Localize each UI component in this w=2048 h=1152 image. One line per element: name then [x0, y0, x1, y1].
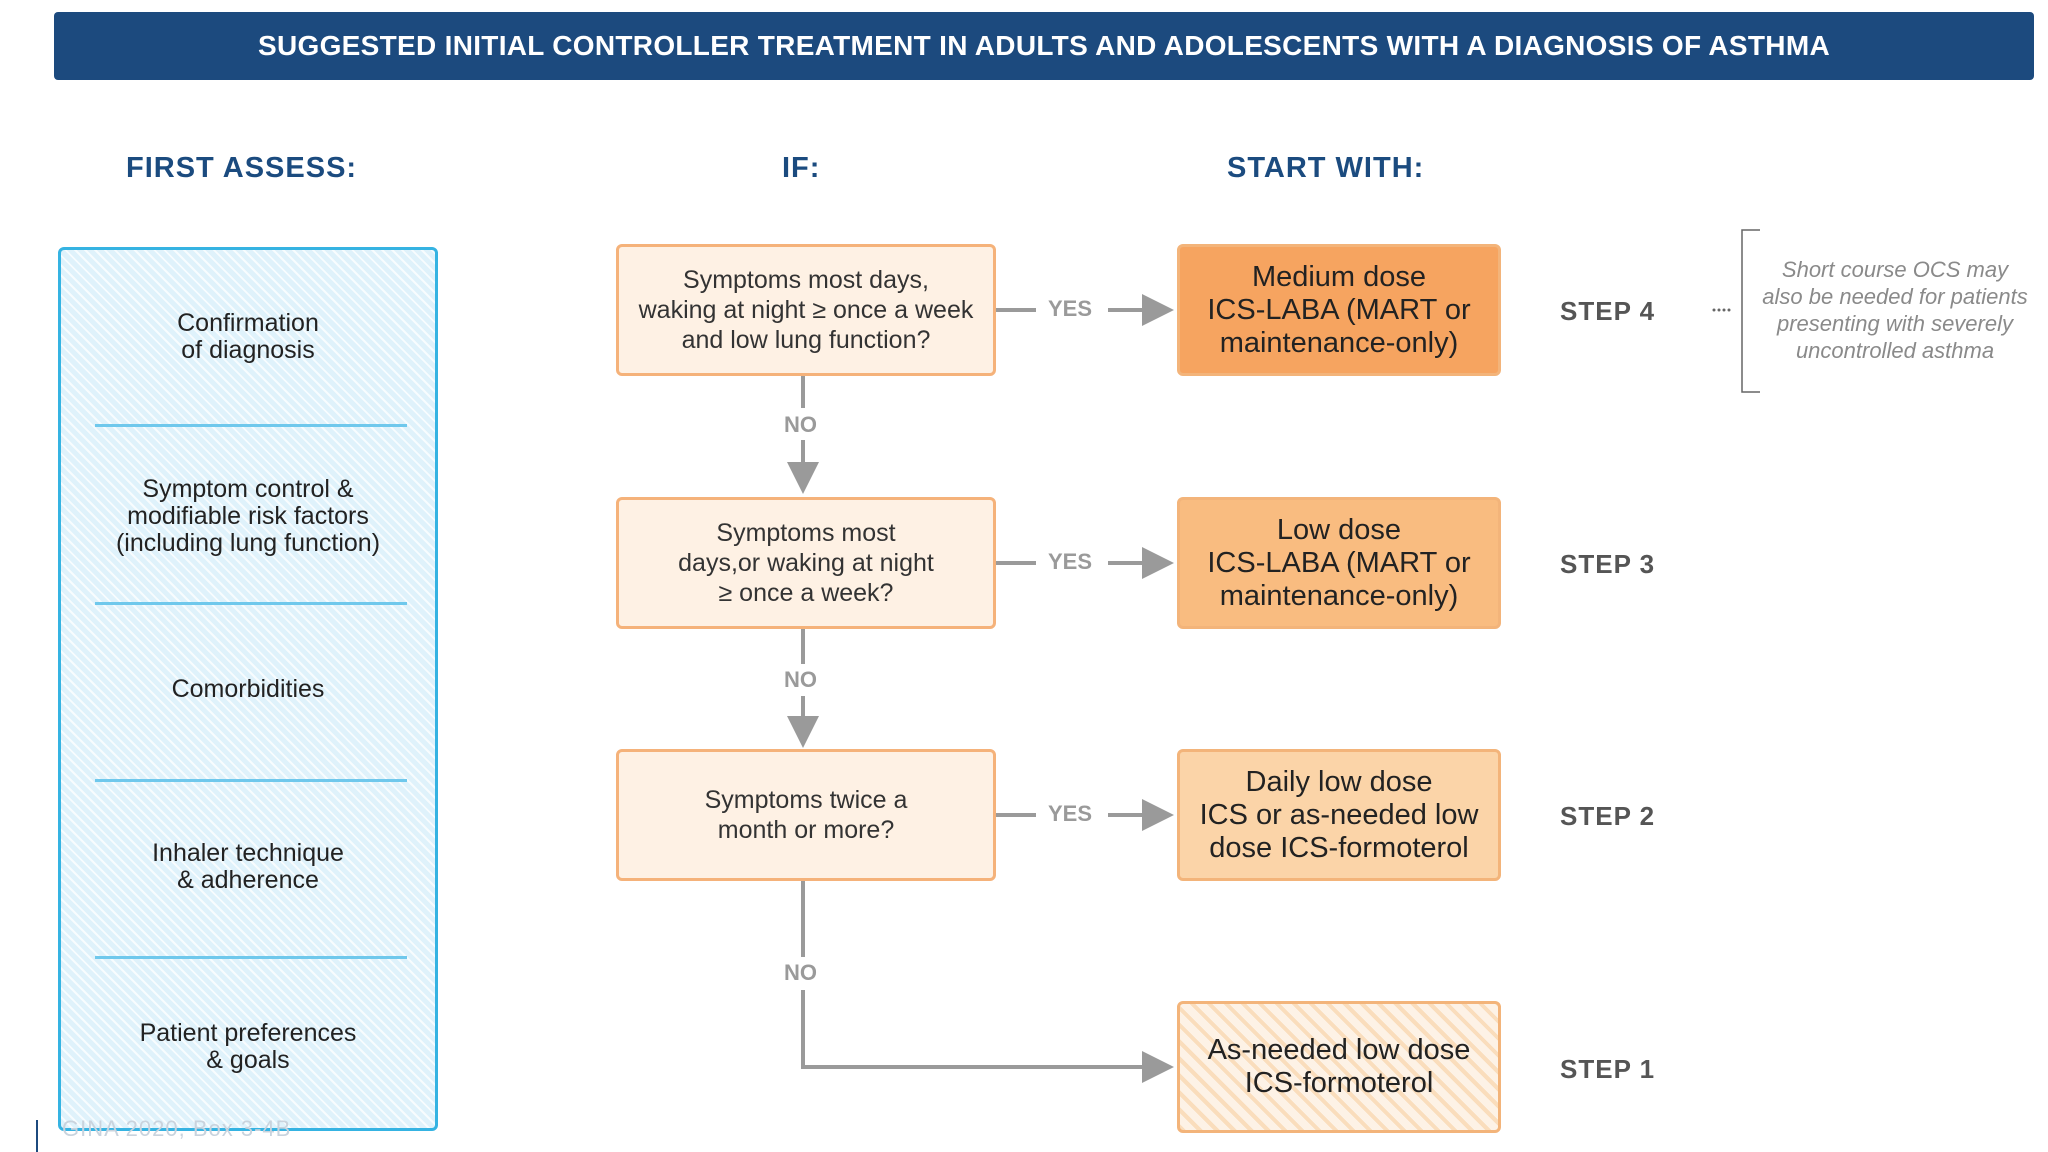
- yes-label: YES: [1048, 801, 1093, 826]
- note-bracket: [1741, 229, 1760, 393]
- treatment-box-step4: Medium dose ICS-LABA (MART or maintenanc…: [1177, 244, 1501, 376]
- assess-divider: [95, 956, 407, 959]
- treatment-box-step3: Low dose ICS-LABA (MART or maintenance-o…: [1177, 497, 1501, 629]
- step-1-label: STEP 1: [1560, 1054, 1656, 1084]
- assess-divider: [95, 602, 407, 605]
- assess-item-symptom-control: Symptom control & modifiable risk factor…: [115, 475, 381, 557]
- question-box-step4: Symptoms most days, waking at night ≥ on…: [616, 244, 996, 376]
- no-label: NO: [784, 667, 817, 692]
- yes-label: YES: [1048, 549, 1093, 574]
- treatment-box-step2: Daily low dose ICS or as-needed low dose…: [1177, 749, 1501, 881]
- step-2-label: STEP 2: [1560, 801, 1656, 831]
- title-banner: SUGGESTED INITIAL CONTROLLER TREATMENT I…: [54, 12, 2034, 80]
- assess-divider: [95, 424, 407, 427]
- step-3-label: STEP 3: [1560, 549, 1656, 579]
- assess-item-diagnosis: Confirmation of diagnosis: [177, 309, 319, 364]
- treatment-box-step1: As-needed low dose ICS-formoterol: [1177, 1001, 1501, 1133]
- assess-item-comorbidities: Comorbidities: [171, 675, 325, 703]
- first-assess-panel: Confirmation of diagnosis Symptom contro…: [58, 247, 438, 1131]
- footer-rule: [36, 1120, 38, 1152]
- assess-item-preferences: Patient preferences & goals: [139, 1019, 357, 1074]
- no-label: NO: [784, 960, 817, 985]
- source-footer: GINA 2020, Box 3-4B: [62, 1116, 292, 1141]
- step-4-label: STEP 4: [1560, 296, 1656, 326]
- question-box-step3: Symptoms most days,or waking at night ≥ …: [616, 497, 996, 629]
- first-assess-heading: FIRST ASSESS:: [126, 152, 358, 184]
- yes-label: YES: [1048, 296, 1093, 321]
- start-with-heading: START WITH:: [1227, 152, 1425, 184]
- no-label: NO: [784, 412, 817, 437]
- no-arrow-3: [801, 990, 1174, 1083]
- ocs-note: Short course OCS may also be needed for …: [1762, 257, 2028, 363]
- assess-item-inhaler-technique: Inhaler technique & adherence: [152, 839, 344, 894]
- assess-divider: [95, 779, 407, 782]
- if-heading: IF:: [782, 152, 821, 184]
- page-title: SUGGESTED INITIAL CONTROLLER TREATMENT I…: [258, 30, 1830, 61]
- question-box-step2: Symptoms twice a month or more?: [616, 749, 996, 881]
